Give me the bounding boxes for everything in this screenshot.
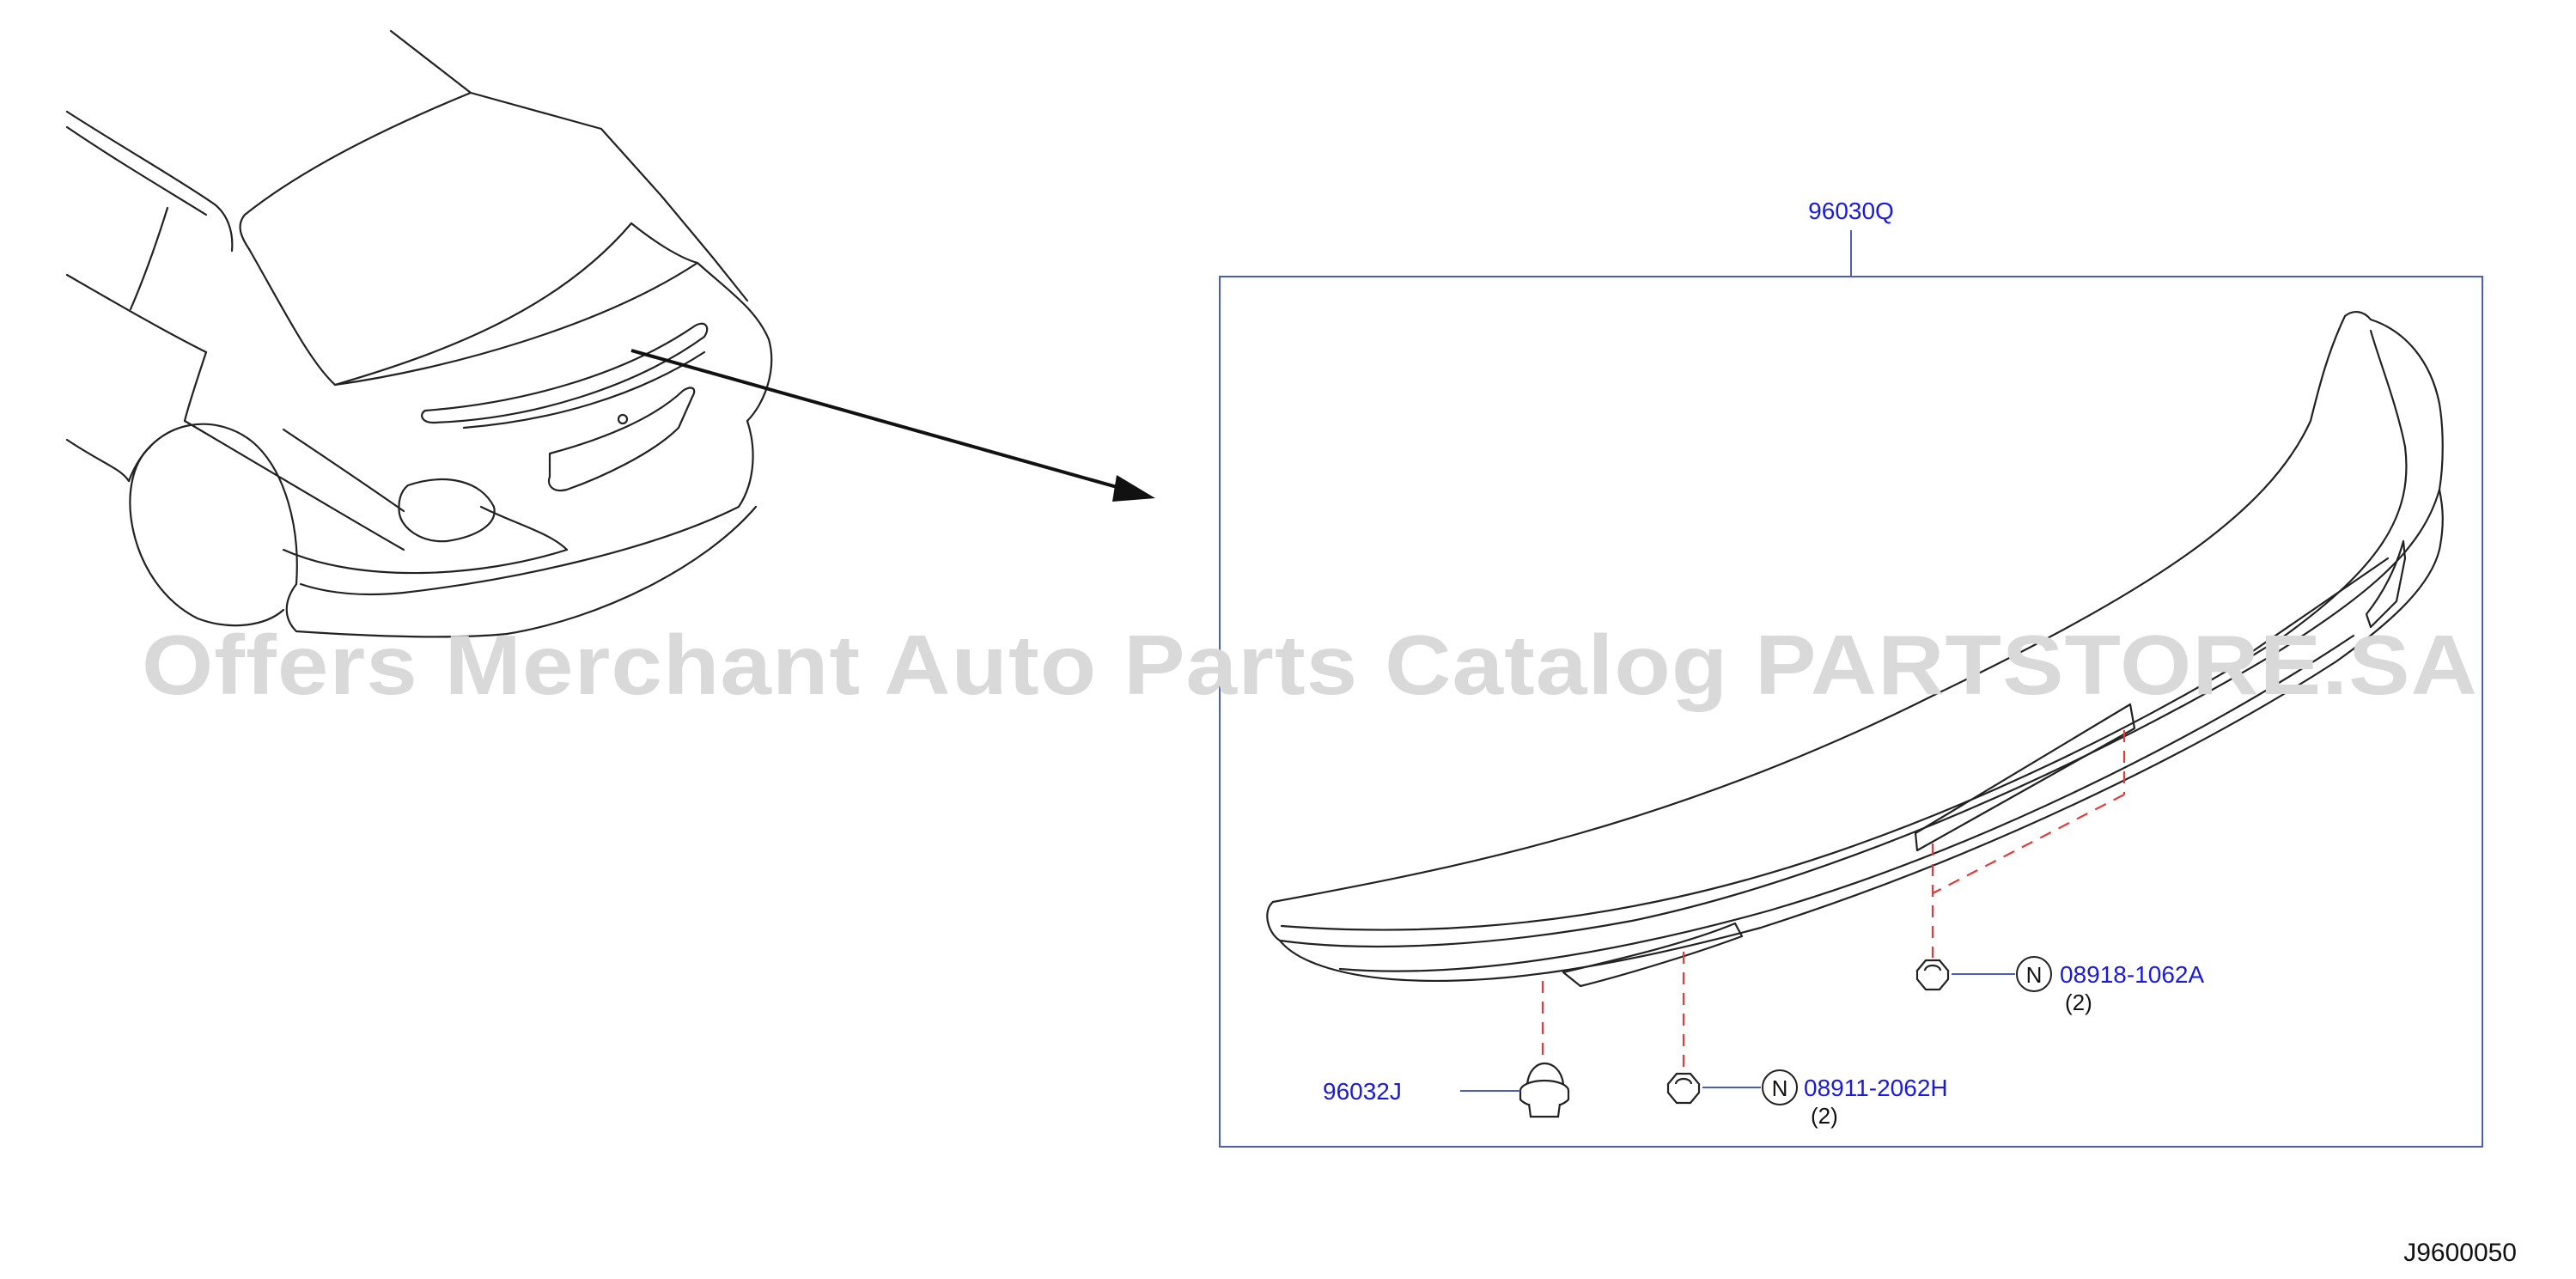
install-dashed-lines <box>1541 730 2126 1072</box>
n-marker-08911-letter: N <box>1772 1075 1788 1101</box>
part-label-08918-1062a[interactable]: 08918-1062A <box>2060 961 2204 988</box>
n-marker-08918: N <box>2016 956 2052 992</box>
part-label-08911-2062h[interactable]: 08911-2062H <box>1804 1075 1948 1101</box>
qty-08918-1062a: (2) <box>2065 990 2092 1015</box>
clip-96032j-icon <box>1519 1062 1570 1118</box>
nut-08918-1062a-icon <box>1915 959 1950 991</box>
spoiler-drawing <box>1266 311 2444 988</box>
callout-leaders <box>1460 973 2015 1092</box>
n-marker-08911: N <box>1762 1069 1798 1105</box>
qty-08911-2062h: (2) <box>1811 1103 1838 1129</box>
pointer-arrow <box>630 349 1155 502</box>
drawing-code: J9600050 <box>2403 1239 2517 1267</box>
car-rear-sketch <box>65 29 773 638</box>
watermark-text: Offers Merchant Auto Parts Catalog PARTS… <box>142 618 2478 712</box>
n-marker-08918-letter: N <box>2026 962 2043 988</box>
part-label-96030q[interactable]: 96030Q <box>1808 198 1894 224</box>
nut-08911-2062h-icon <box>1666 1072 1701 1105</box>
part-label-96032j[interactable]: 96032J <box>1323 1078 1402 1105</box>
